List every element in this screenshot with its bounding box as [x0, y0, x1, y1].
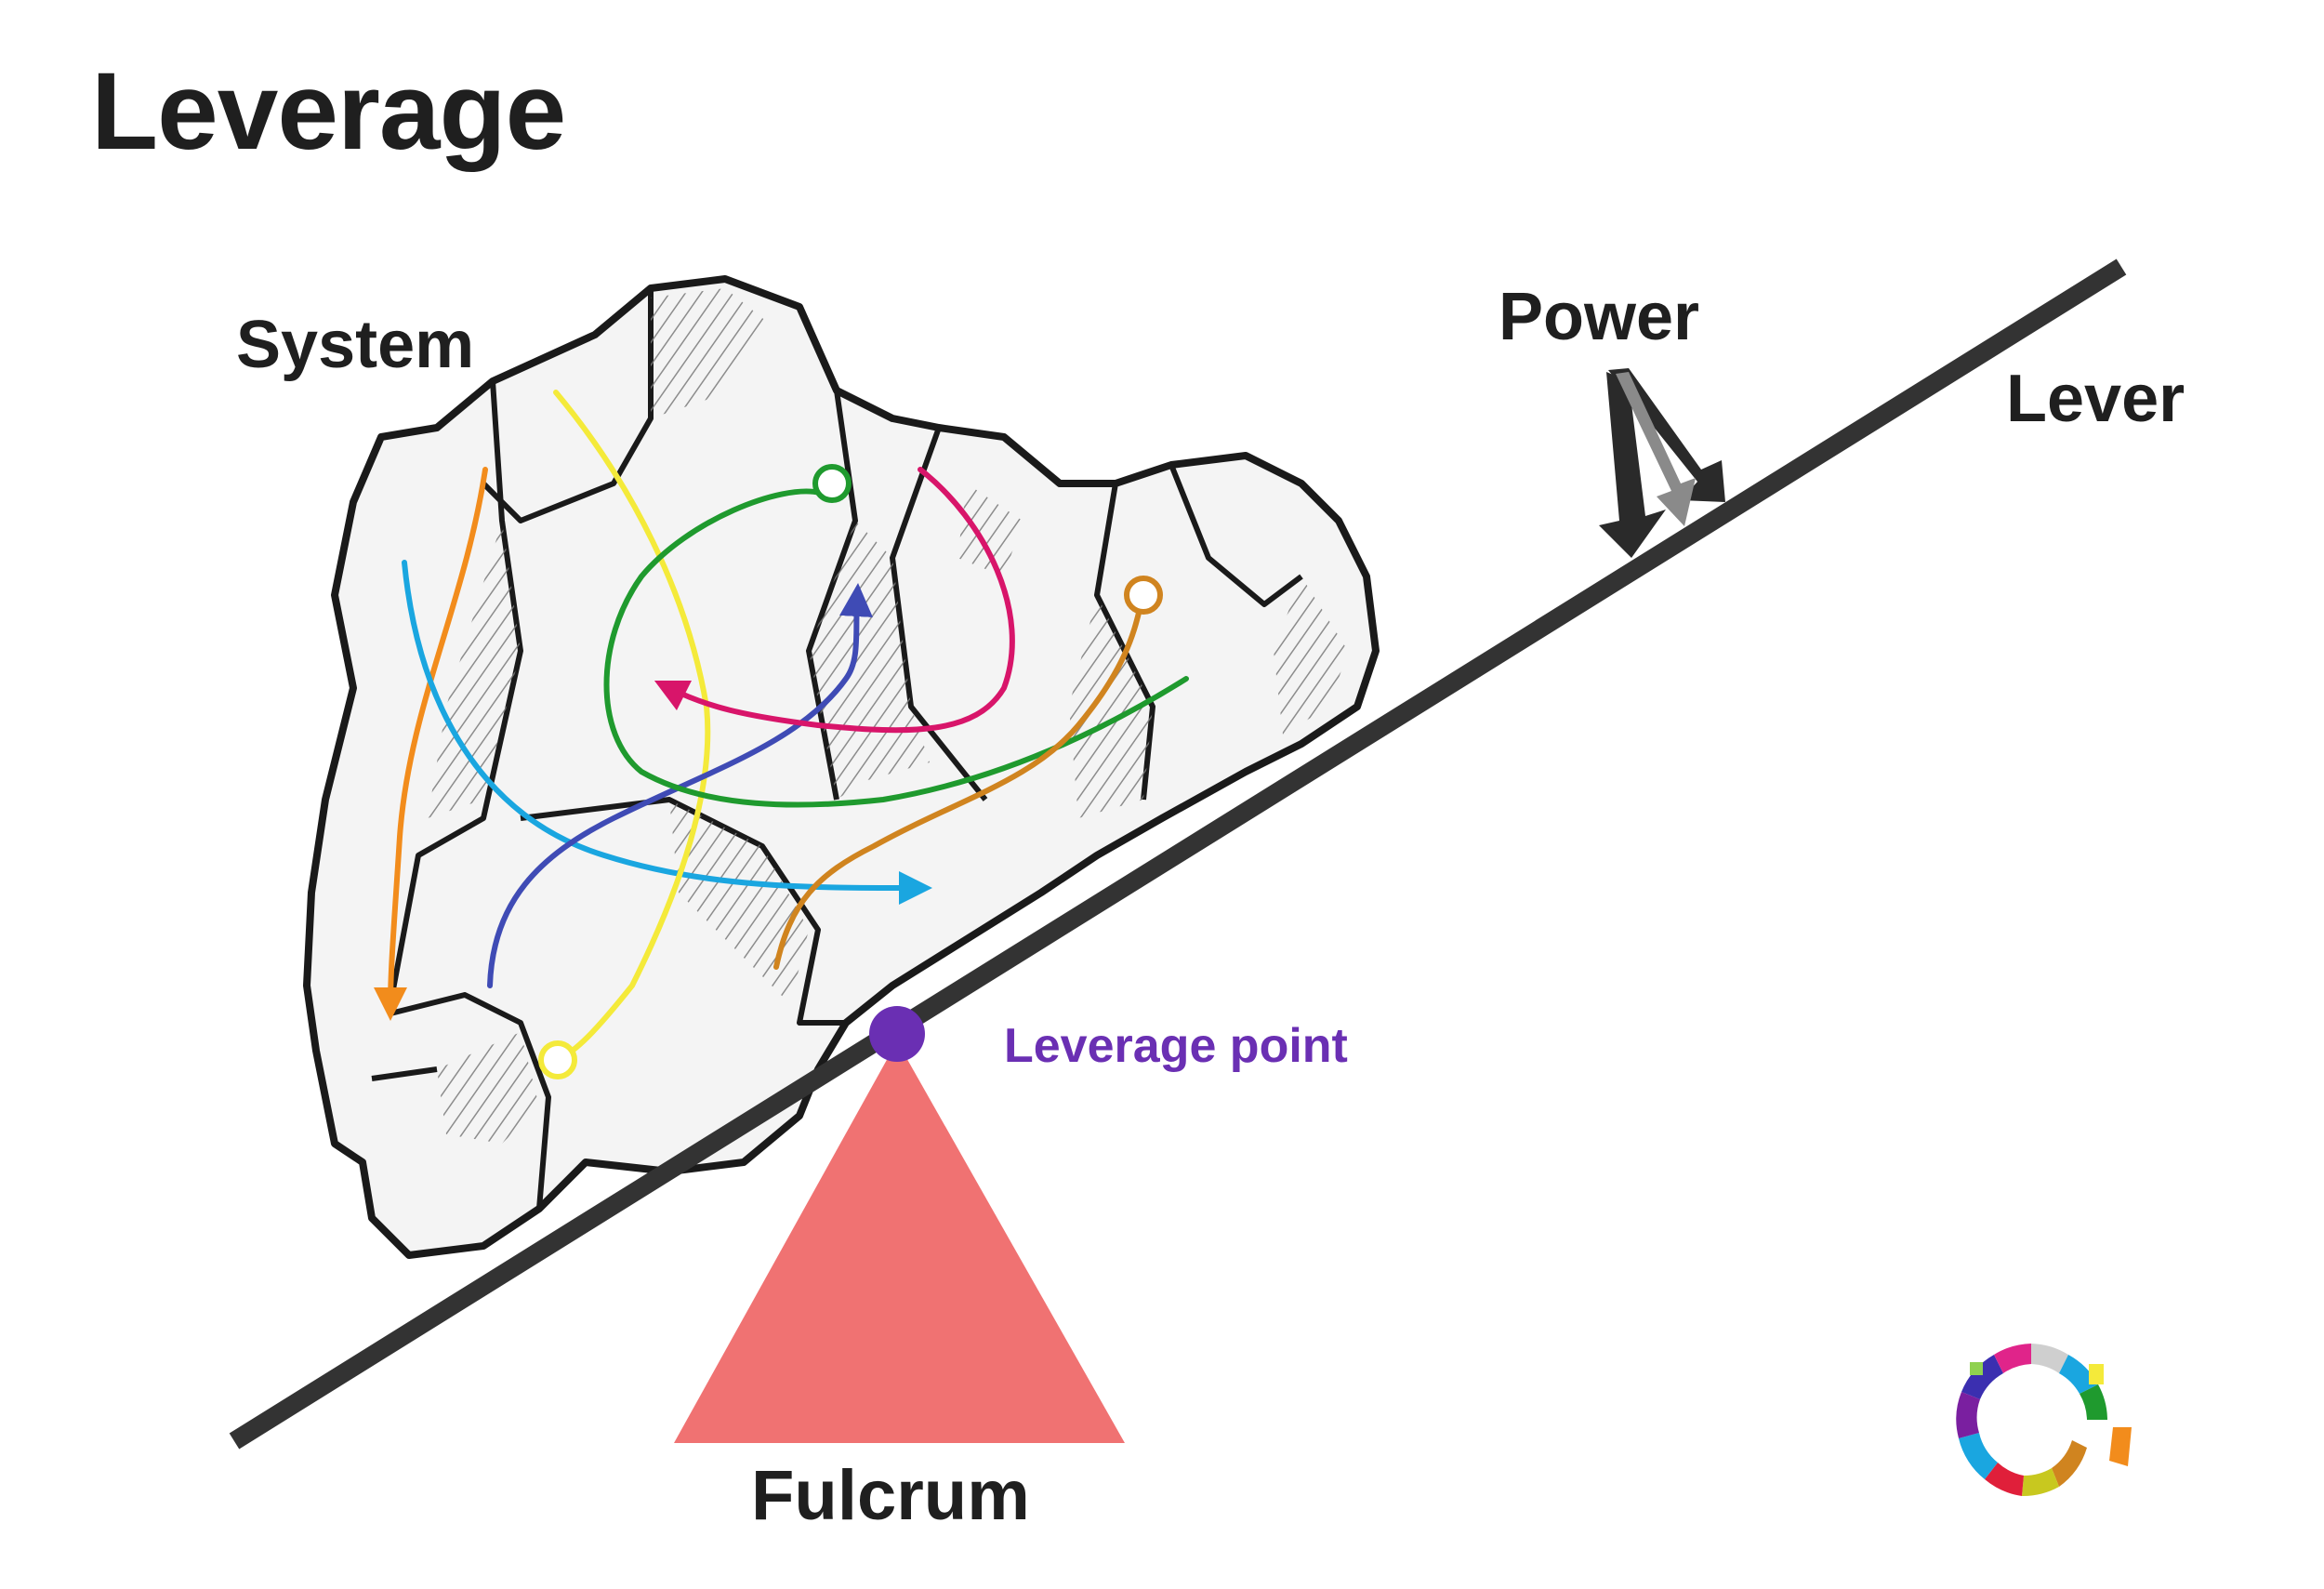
lever-bar	[229, 258, 2127, 1450]
flow-cyan-line	[402, 560, 932, 905]
lever-label: Lever	[2006, 362, 2185, 436]
brand-logo-icon	[1956, 1344, 2132, 1497]
flow-magenta-line	[654, 467, 1015, 734]
system-label: System	[236, 308, 475, 382]
flow-green-line	[603, 488, 1189, 808]
fulcrum-label: Fulcrum	[751, 1456, 1030, 1535]
fulcrum-triangle	[674, 1041, 1125, 1443]
flow-ochre-start-icon	[1124, 576, 1163, 615]
flow-orange-line	[374, 467, 488, 1021]
power-arrow-icon	[1599, 368, 1725, 558]
system-flows	[374, 390, 1189, 1079]
flow-yellow-end-icon	[538, 1040, 577, 1079]
rock-shading	[428, 288, 1348, 1144]
flow-green-start-icon	[812, 464, 852, 503]
page-title: Leverage	[91, 50, 566, 173]
flow-navy-line	[487, 583, 873, 988]
leverage-point-dot	[869, 1006, 925, 1062]
flow-ochre-line	[773, 606, 1142, 970]
power-label: Power	[1499, 280, 1700, 354]
